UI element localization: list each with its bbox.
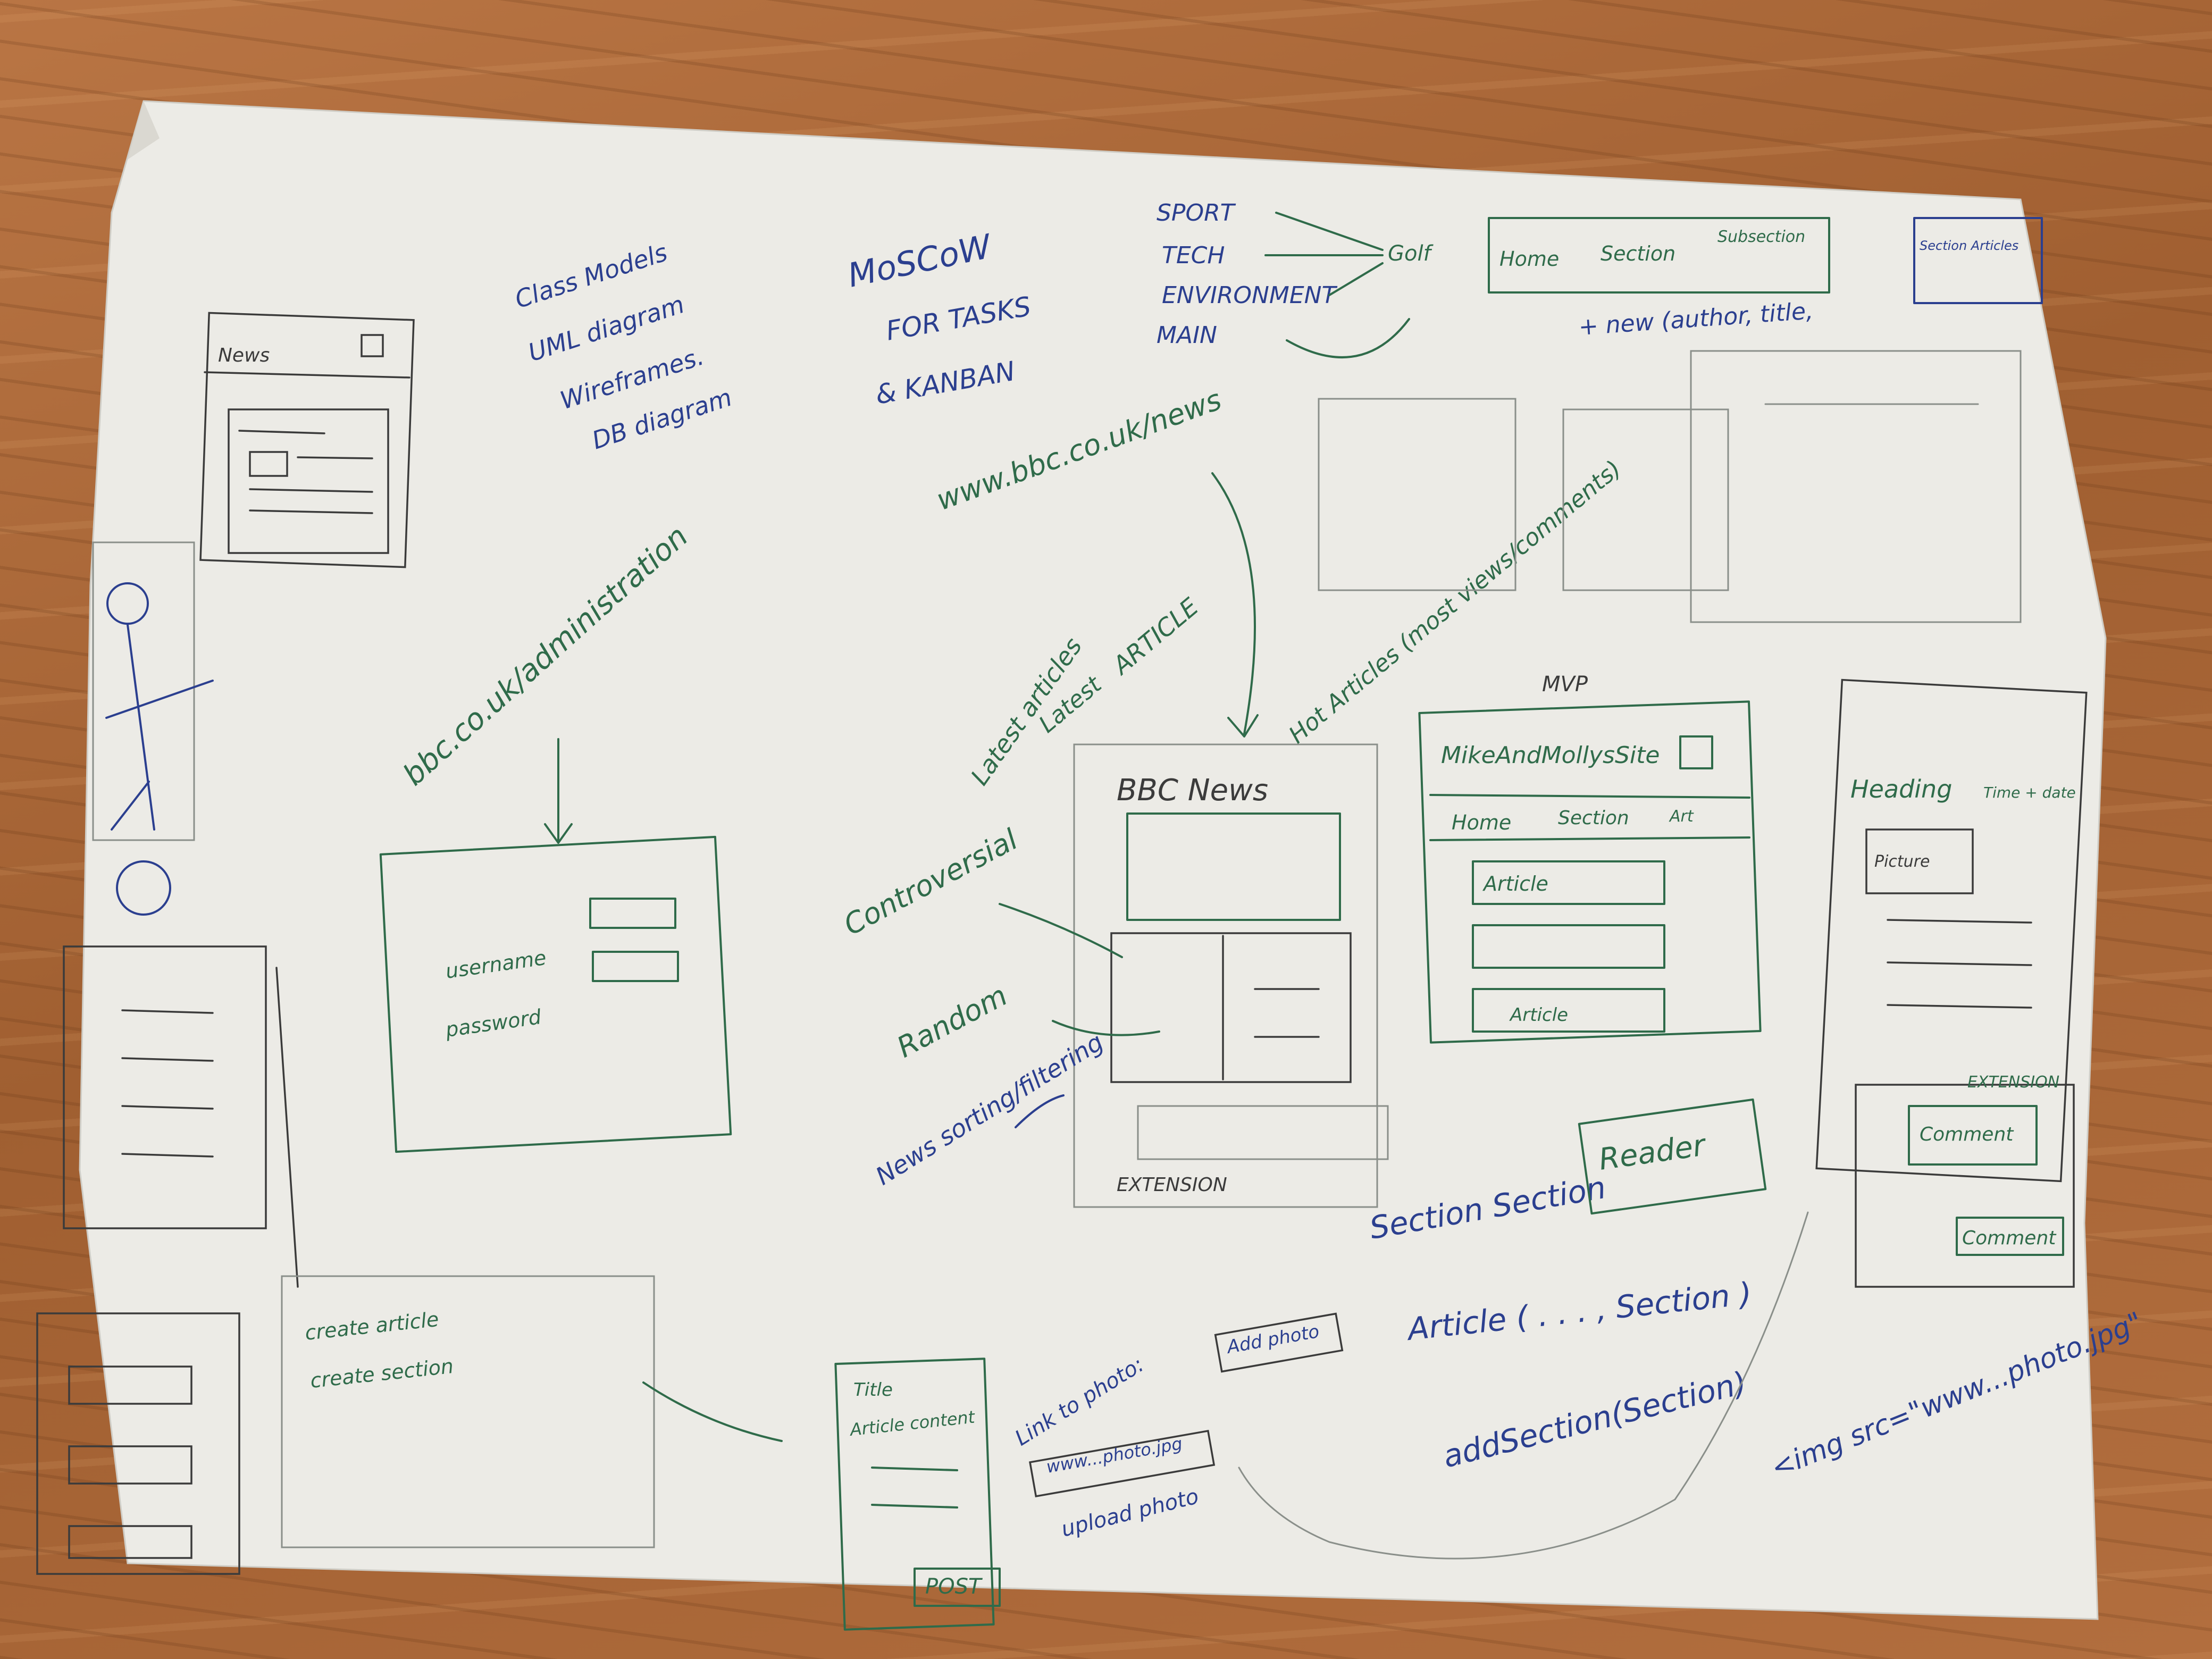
nav-home: Home (1499, 247, 1559, 271)
login-password-box (592, 951, 679, 982)
article-meta: Time + date (1983, 784, 2076, 801)
reader-box (1578, 1098, 1767, 1215)
category-environment: ENVIRONMENT (1162, 282, 1338, 309)
mvp-crumb-article: Art (1669, 807, 1694, 826)
mvp-title: MikeAndMollysSite (1441, 742, 1660, 769)
stick-figure-sketch (92, 541, 214, 916)
login-username-box (589, 898, 676, 929)
article-heading: Heading (1850, 775, 1952, 803)
bbc-title: BBC News (1117, 773, 1268, 808)
nav-subsection: Subsection (1717, 228, 1805, 246)
mvp-wireframe: MVP MikeAndMollysSite Home Section Art A… (1418, 672, 1762, 1044)
phone-wireframe: News (199, 312, 415, 568)
mvp-crumb-section: Section (1558, 807, 1629, 829)
comment-2: Comment (1962, 1227, 2057, 1249)
category-tech: TECH (1162, 242, 1225, 269)
mvp-label: MVP (1542, 672, 1588, 697)
article-extension: EXTENSION (1967, 1073, 2059, 1092)
list-wireframe (63, 945, 299, 1288)
phone-title: News (218, 345, 270, 366)
comment-1: Comment (1920, 1124, 2014, 1145)
form-title-label: Title (853, 1379, 893, 1401)
form-url-field (1028, 1429, 1216, 1498)
paper-sheet (79, 100, 2107, 1620)
golf-label: Golf (1388, 241, 1434, 266)
mvp-article-1: Article (1482, 872, 1548, 895)
article-picture: Picture (1874, 852, 1930, 871)
mvp-crumb-home: Home (1452, 811, 1511, 834)
category-map: SPORT TECH ENVIRONMENT MAIN Golf (1157, 199, 1434, 358)
form-post-label: POST (925, 1574, 983, 1599)
nav-section: Section (1601, 242, 1675, 265)
form-add-photo-button (1214, 1312, 1344, 1373)
category-sport: SPORT (1157, 199, 1236, 227)
paper-fold (128, 101, 160, 160)
nav-section-articles: Section Articles (1920, 238, 2018, 253)
form-post-button (914, 1568, 1001, 1607)
bbc-wireframe: BBC News EXTENSION (1073, 743, 1389, 1208)
mvp-article-2: Article (1509, 1004, 1568, 1026)
article-wireframe: Heading Time + date Picture EXTENSION Co… (1815, 678, 2088, 1288)
bbc-extension-label: EXTENSION (1117, 1174, 1227, 1196)
category-main: MAIN (1157, 322, 1217, 349)
